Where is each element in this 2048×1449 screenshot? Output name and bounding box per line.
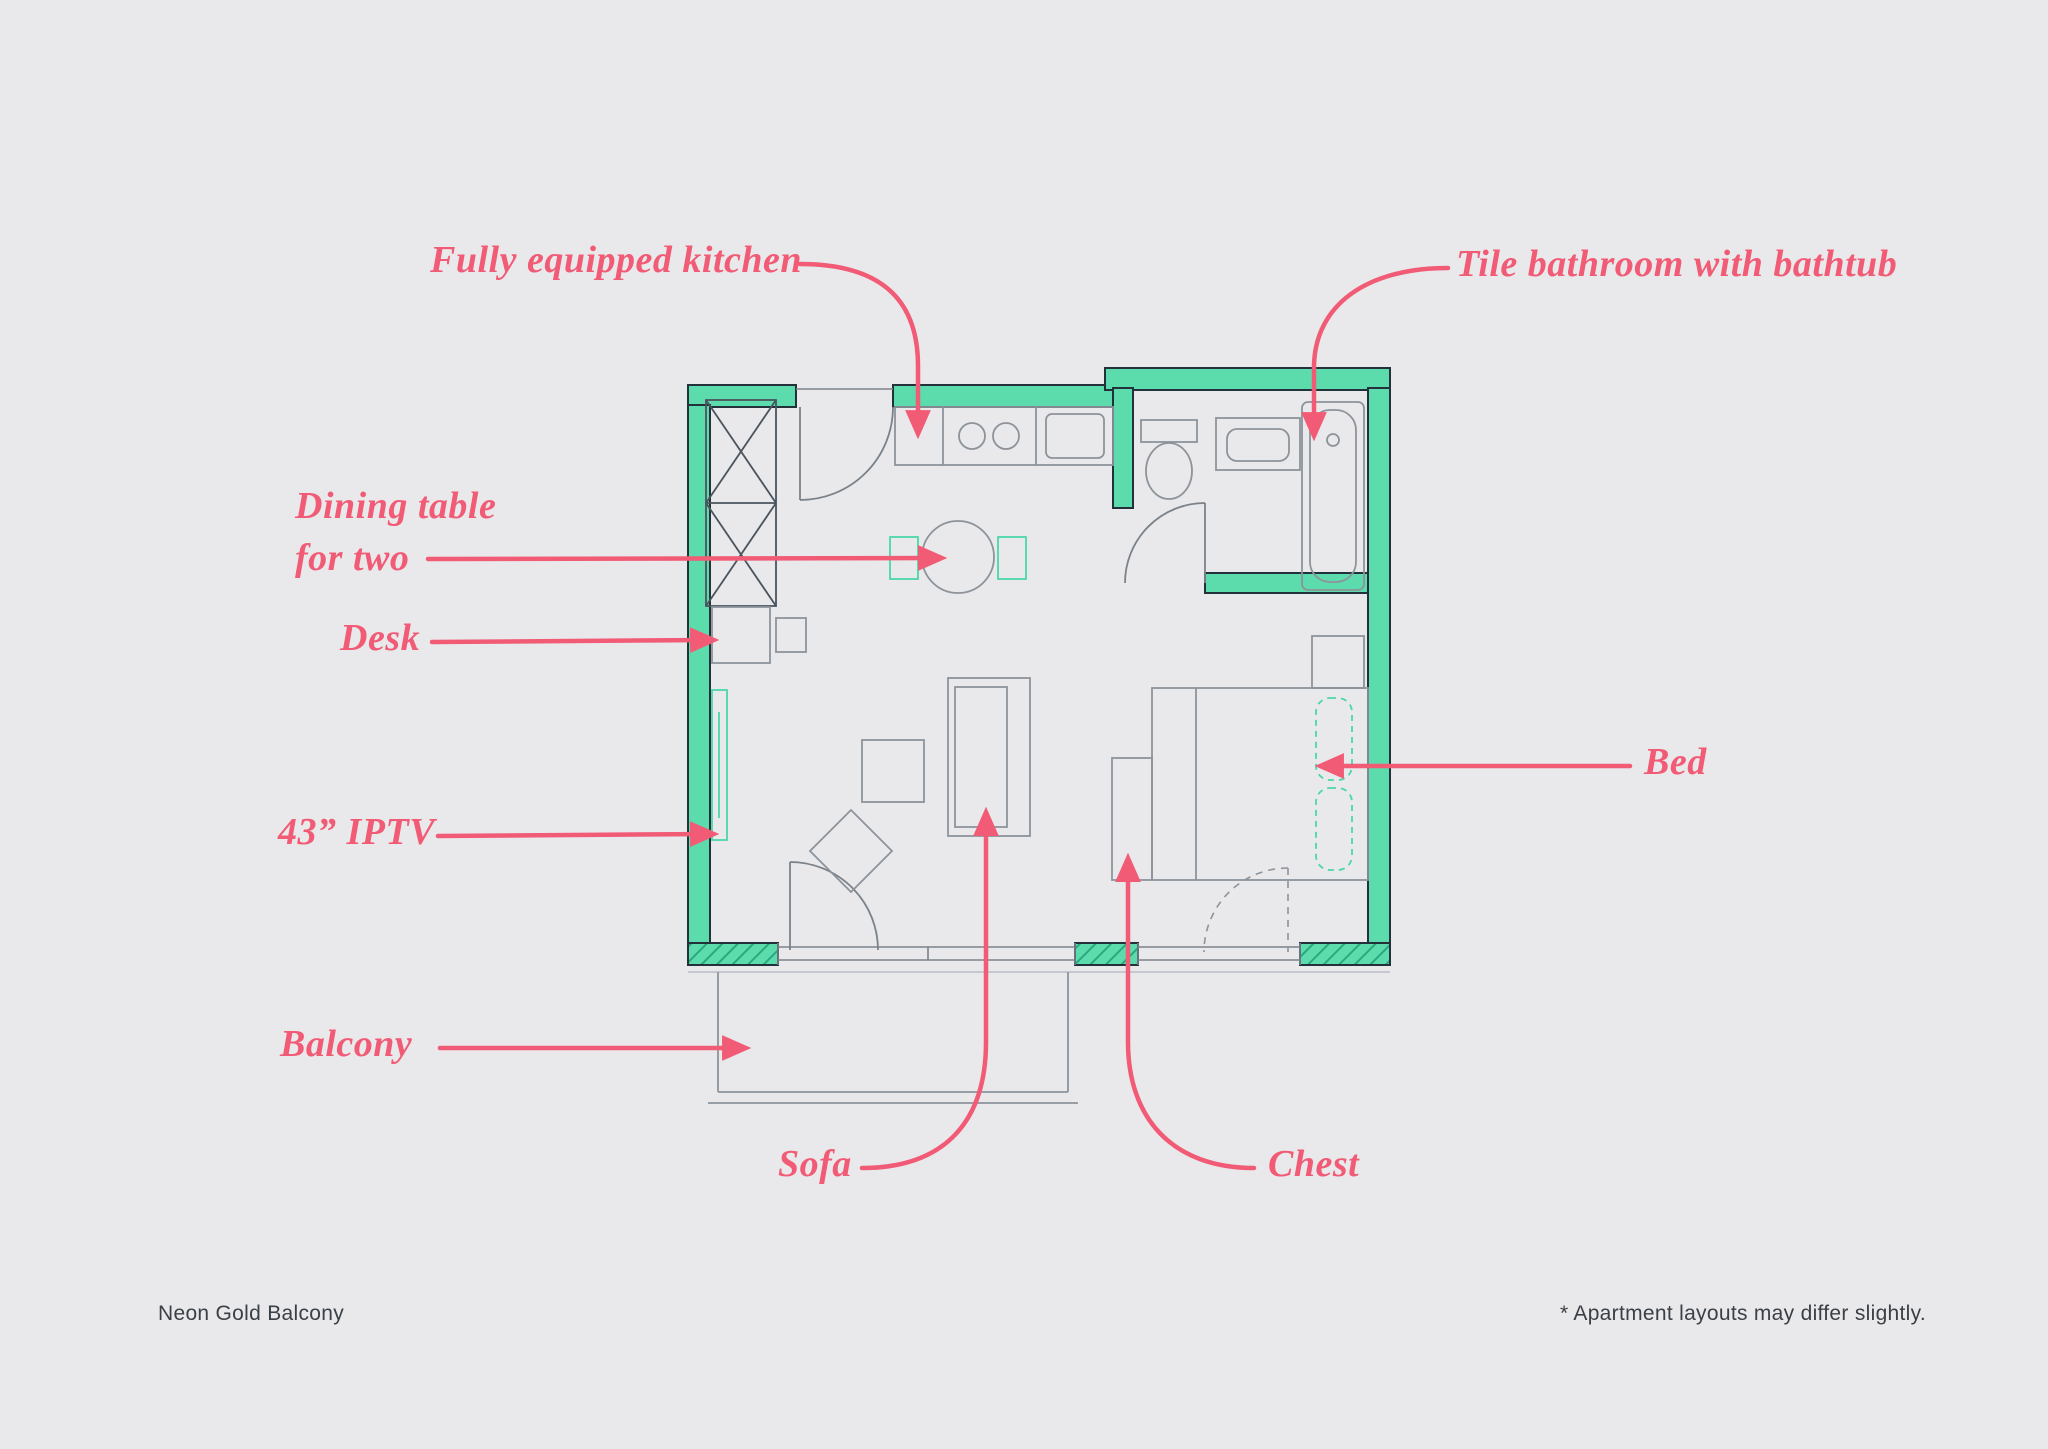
stove-burner	[958, 422, 986, 450]
annotation-dining-table: Dining table for two	[295, 480, 496, 584]
bathtub	[1301, 401, 1365, 591]
toilet	[1140, 419, 1198, 500]
stove-burner	[992, 422, 1020, 450]
kitchen-sink	[1045, 413, 1105, 459]
footer-right-caption: * Apartment layouts may differ slightly.	[1559, 1302, 1926, 1325]
annotation-dining-line2: for two	[295, 537, 410, 579]
annotation-kitchen: Fully equipped kitchen	[430, 239, 802, 281]
walls	[687, 367, 1391, 944]
annotation-balcony: Balcony	[280, 1023, 413, 1065]
bed-pillows	[1315, 697, 1353, 871]
tv	[711, 689, 728, 841]
entrance-door	[799, 406, 894, 501]
wall-top-bathroom	[1104, 367, 1391, 391]
wall-top-kitchen	[892, 384, 1114, 408]
annotation-arrows	[425, 261, 1633, 1171]
dining-arrow	[425, 545, 948, 571]
chest	[1111, 757, 1153, 881]
wardrobe	[705, 399, 777, 607]
bed	[1151, 635, 1369, 881]
bedroom-door-dashed	[1203, 867, 1289, 953]
annotation-bed: Bed	[1644, 741, 1707, 783]
bedside-table	[1311, 635, 1365, 689]
annotation-iptv: 43” IPTV	[278, 811, 436, 853]
iptv-arrow	[435, 821, 720, 848]
annotation-desk: Desk	[340, 617, 421, 659]
desk-chair	[775, 617, 807, 653]
chest-arrow	[1115, 852, 1257, 1171]
kitchen-counter	[894, 406, 1114, 466]
wall-columns-hatched	[687, 942, 1391, 966]
sofa-arrow	[859, 806, 999, 1171]
desk	[711, 606, 807, 664]
bathroom-door	[1124, 502, 1206, 584]
annotation-bathroom: Tile bathroom with bathtub	[1456, 243, 1898, 285]
wall-top-left	[687, 384, 797, 408]
hatched-column-right	[1299, 942, 1391, 966]
balcony-door	[789, 861, 879, 951]
annotation-sofa: Sofa	[778, 1143, 852, 1185]
annotation-dining-line1: Dining table	[295, 485, 497, 527]
footer-left-caption: Neon Gold Balcony	[158, 1302, 345, 1325]
ottoman	[808, 808, 894, 894]
dining-chair-right	[997, 536, 1027, 580]
sofa	[947, 677, 1031, 837]
hatched-column-left	[687, 942, 779, 966]
annotation-chest: Chest	[1268, 1143, 1360, 1185]
bathroom-arrow	[1301, 265, 1451, 442]
coffee-table	[861, 739, 925, 803]
balcony	[708, 972, 1078, 1104]
wall-right	[1367, 387, 1391, 944]
windows	[777, 388, 1301, 965]
kitchen-arrow	[797, 261, 931, 440]
wall-bathroom-left	[1112, 387, 1134, 509]
bathroom-sink	[1215, 417, 1301, 471]
doors	[789, 406, 1206, 951]
desk-arrow	[429, 627, 720, 654]
